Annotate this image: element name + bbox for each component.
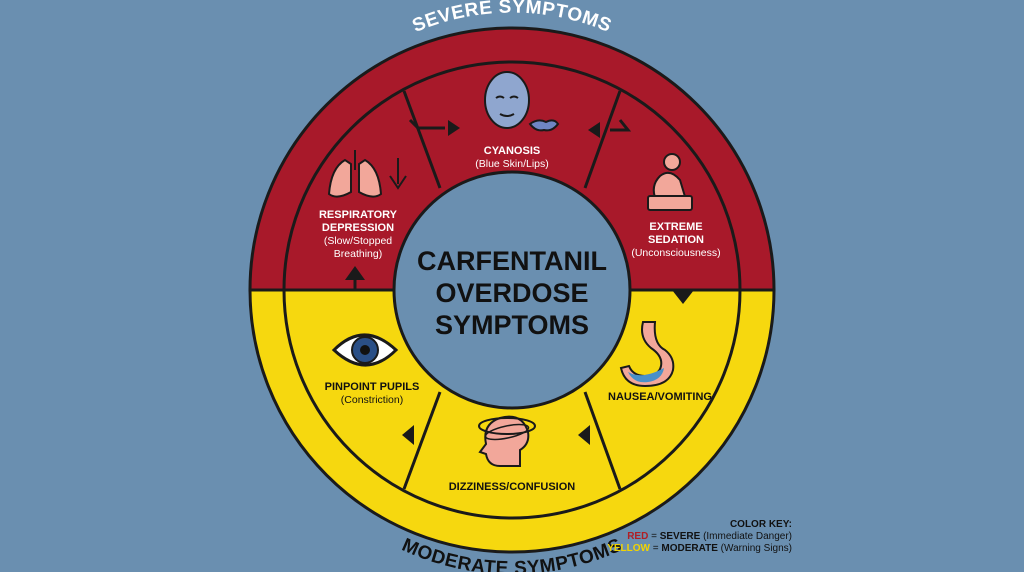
stomach-icon	[619, 321, 675, 388]
slumped-person-icon	[647, 153, 693, 211]
color-key-yellow-word: YELLOW	[607, 543, 650, 554]
cyanosis-title: CYANOSIS	[484, 145, 540, 157]
respiratory-title-line2: DEPRESSION	[322, 222, 394, 234]
lungs-icon	[327, 150, 383, 198]
pinpoint-pupils-subtitle: (Constriction)	[341, 394, 403, 406]
color-key-yellow-eq: =	[650, 543, 662, 554]
down-arrow-icon	[389, 158, 407, 190]
color-key-title: COLOR KEY:	[729, 519, 792, 530]
color-key-red-level: SEVERE	[659, 531, 701, 542]
dizzy-head-icon	[478, 415, 536, 467]
center-circle	[392, 170, 632, 410]
color-key: COLOR KEY: RED = SEVERE (Immediate Dange…	[607, 519, 792, 555]
respiratory-subtitle-line1: (Slow/Stopped	[324, 235, 392, 247]
respiratory-title-line1: RESPIRATORY	[319, 209, 398, 221]
color-key-red-desc: (Immediate Danger)	[700, 531, 792, 542]
blue-face-icon	[484, 71, 560, 132]
color-key-yellow-row: YELLOW = MODERATE (Warning Signs)	[607, 543, 792, 555]
extreme-sedation-title-line1: EXTREME	[649, 221, 702, 233]
color-key-red-row: RED = SEVERE (Immediate Danger)	[607, 531, 792, 543]
extreme-sedation-subtitle: (Unconsciousness)	[631, 247, 720, 259]
center-title-line-2: OVERDOSE	[435, 278, 588, 308]
extreme-sedation-title-line2: SEDATION	[648, 234, 704, 246]
color-key-yellow-level: MODERATE	[661, 543, 718, 554]
center-title-line-3: SYMPTOMS	[435, 310, 589, 340]
respiratory-subtitle-line2: Breathing)	[334, 248, 382, 260]
arrow-heads	[345, 120, 694, 445]
pinpoint-pupils-title: PINPOINT PUPILS	[325, 381, 420, 393]
center-title-line-1: CARFENTANIL	[417, 246, 607, 276]
dizziness-title: DIZZINESS/CONFUSION	[449, 481, 576, 493]
color-key-red-eq: =	[648, 531, 660, 542]
color-key-yellow-desc: (Warning Signs)	[717, 543, 792, 554]
severe-outer-band	[248, 26, 776, 292]
cyanosis-subtitle: (Blue Skin/Lips)	[475, 158, 549, 170]
color-key-red-word: RED	[627, 531, 649, 542]
eye-icon	[331, 333, 399, 367]
nausea-title: NAUSEA/VOMITING	[608, 391, 712, 403]
